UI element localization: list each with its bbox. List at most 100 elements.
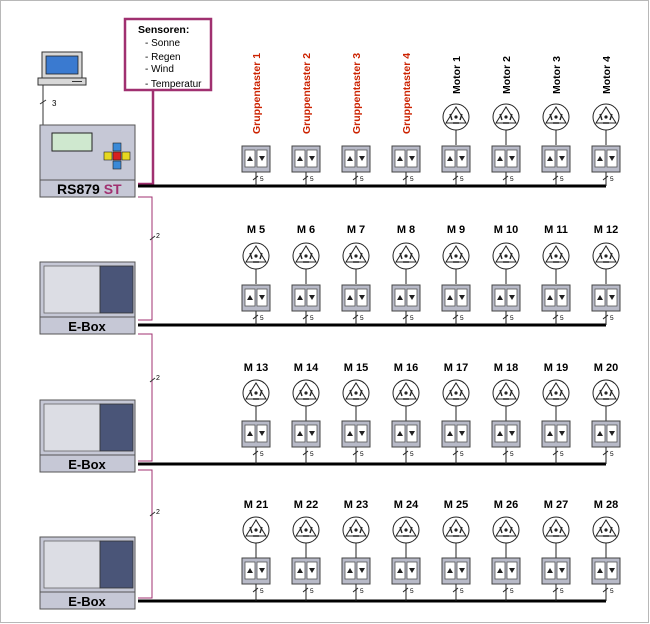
device-column: M 105 xyxy=(491,224,521,325)
up-arrow-icon xyxy=(497,568,503,573)
motor-label: M 14 xyxy=(294,362,319,374)
switch-cable-count: 5 xyxy=(510,176,514,183)
rocker-switch xyxy=(591,284,621,312)
motor-icon xyxy=(492,242,520,284)
down-arrow-icon xyxy=(459,431,465,436)
down-arrow-icon xyxy=(559,568,565,573)
bus-cable-ticks xyxy=(149,235,156,517)
rocker-switch xyxy=(241,145,271,173)
motor-label: M 11 xyxy=(544,224,568,236)
down-arrow-icon xyxy=(359,568,365,573)
up-arrow-icon xyxy=(297,431,303,436)
motor-label: M 13 xyxy=(244,362,268,374)
ebox-1: E-Box xyxy=(39,261,136,335)
device-column: Gruppentaster 45 xyxy=(391,53,421,186)
down-arrow-icon xyxy=(609,568,615,573)
up-arrow-icon xyxy=(247,295,253,300)
rocker-switch xyxy=(591,557,621,585)
motor-icon xyxy=(442,379,470,421)
down-arrow-icon xyxy=(459,156,465,161)
group-button-label: Gruppentaster 3 xyxy=(351,53,363,134)
device-column: M 14 5 xyxy=(291,362,321,464)
up-arrow-icon xyxy=(347,295,353,300)
switch-cable-count: 5 xyxy=(360,176,364,183)
switch-cable-count: 5 xyxy=(460,451,464,458)
motor-icon xyxy=(292,516,320,558)
rocker-switch xyxy=(441,557,471,585)
motor-label: M 10 xyxy=(494,224,518,236)
switch-cable-count: 5 xyxy=(610,176,614,183)
down-arrow-icon xyxy=(359,431,365,436)
down-arrow-icon xyxy=(609,431,615,436)
switch-cable-count: 5 xyxy=(310,315,314,322)
down-arrow-icon xyxy=(559,431,565,436)
motor-icon xyxy=(242,379,270,421)
up-arrow-icon xyxy=(397,431,403,436)
motor-icon xyxy=(342,516,370,558)
rocker-switch xyxy=(441,284,471,312)
motor-icon xyxy=(542,516,570,558)
motor-icon xyxy=(292,379,320,421)
switch-cable-count: 5 xyxy=(560,588,564,595)
motor-icon xyxy=(592,103,620,145)
sensor-box: Sensoren: - Sonne - Regen - Wind - Tempe… xyxy=(123,17,213,92)
motor-label: M 8 xyxy=(397,224,415,236)
down-arrow-icon xyxy=(509,156,515,161)
device-column: M 285 xyxy=(591,499,621,601)
up-arrow-icon xyxy=(347,568,353,573)
rocker-switch xyxy=(391,284,421,312)
motor-label: M 28 xyxy=(594,499,618,511)
rocker-switch xyxy=(491,420,521,448)
controller-rs879: RS879 ST xyxy=(39,124,136,198)
device-column: M 255 xyxy=(441,499,471,601)
rocker-switch xyxy=(591,145,621,173)
device-column: M 195 xyxy=(541,362,571,464)
up-arrow-icon xyxy=(597,431,603,436)
motor-icon xyxy=(292,242,320,284)
up-arrow-icon xyxy=(497,156,503,161)
up-arrow-icon xyxy=(597,568,603,573)
switch-cable-count: 5 xyxy=(360,588,364,595)
motor-label: Motor 4 xyxy=(601,56,613,94)
switch-cable-count: 5 xyxy=(510,588,514,595)
ebox-label: E-Box xyxy=(68,594,106,609)
sensor-item-wind: - Wind xyxy=(145,64,174,75)
bus-cable-count-1: 2 xyxy=(156,233,160,240)
rocker-switch xyxy=(341,557,371,585)
motor-icon xyxy=(542,242,570,284)
device-column: M 175 xyxy=(441,362,471,464)
motor-label: M 9 xyxy=(447,224,465,236)
rocker-switch xyxy=(341,284,371,312)
up-arrow-icon xyxy=(247,568,253,573)
device-column: M 155 xyxy=(341,362,371,464)
bus-cable-count-3: 2 xyxy=(156,509,160,516)
up-arrow-icon xyxy=(547,431,553,436)
down-arrow-icon xyxy=(309,295,315,300)
controller-name: RS879 ST xyxy=(57,181,122,197)
down-arrow-icon xyxy=(359,295,365,300)
motor-label: M 19 xyxy=(544,362,568,374)
motor-icon xyxy=(392,242,420,284)
sensor-cable xyxy=(138,91,155,186)
down-arrow-icon xyxy=(509,431,515,436)
rocker-switch xyxy=(541,557,571,585)
motor-label: Motor 3 xyxy=(551,56,563,94)
down-arrow-icon xyxy=(609,295,615,300)
motor-label: M 25 xyxy=(444,499,468,511)
motor-icon xyxy=(592,516,620,558)
rocker-switch xyxy=(341,420,371,448)
switch-cable-count: 5 xyxy=(460,176,464,183)
sensor-title: Sensoren: xyxy=(138,24,189,36)
switch-cable-count: 5 xyxy=(260,315,264,322)
rocker-switch xyxy=(341,145,371,173)
group-button-label: Gruppentaster 2 xyxy=(301,53,313,134)
rocker-switch xyxy=(241,557,271,585)
up-arrow-icon xyxy=(297,156,303,161)
switch-cable-count: 5 xyxy=(310,451,314,458)
motor-icon xyxy=(542,379,570,421)
motor-icon xyxy=(442,103,470,145)
switch-cable-count: 5 xyxy=(510,451,514,458)
device-column: M 75 xyxy=(341,224,371,325)
